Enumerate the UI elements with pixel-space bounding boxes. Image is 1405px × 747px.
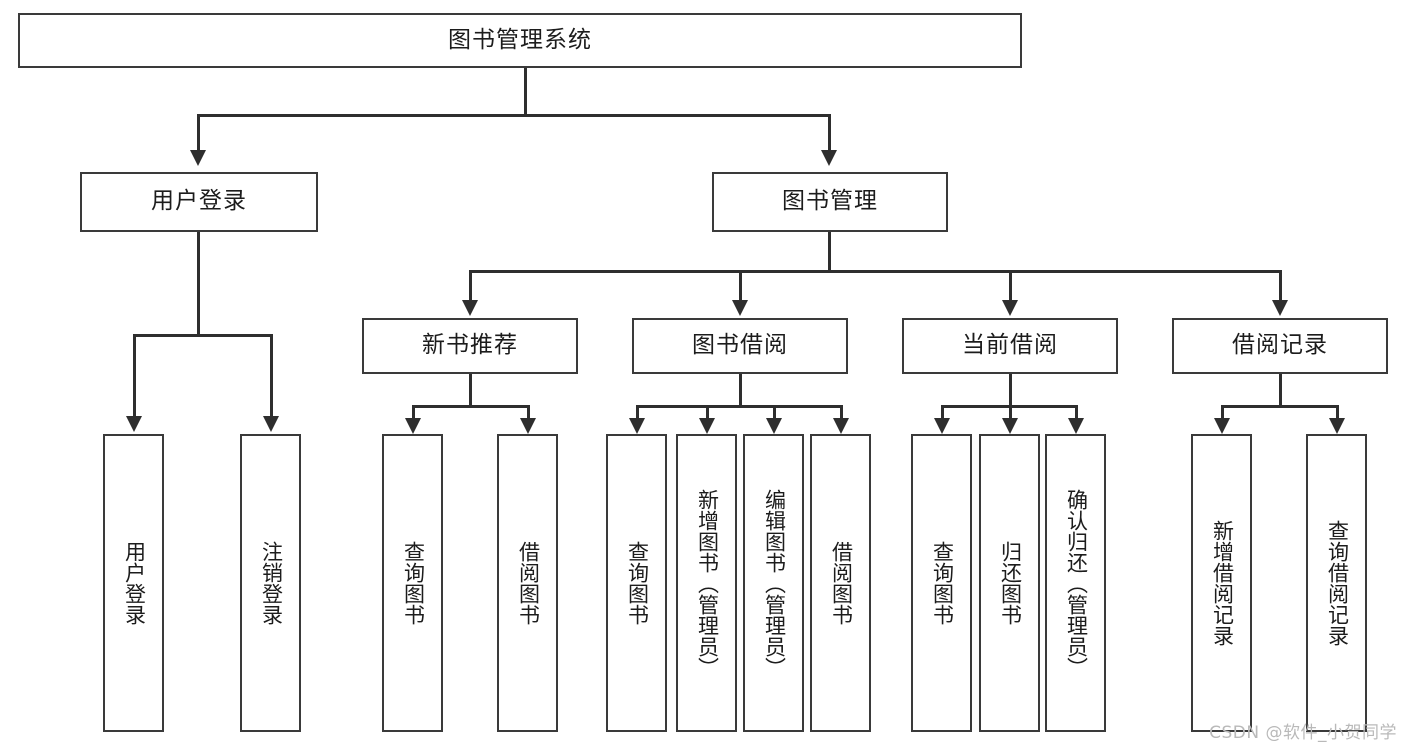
arrow-borrow-record-to-leaf-1 — [1214, 418, 1230, 434]
connector-current-borrow-to-leaf-3 — [1075, 405, 1078, 421]
node-label: 用户登录 — [151, 188, 247, 215]
connector-root-to-book-manage — [828, 114, 831, 152]
connector-book-manage-to-l3-1 — [469, 270, 472, 302]
node-new-book-recommend[interactable]: 新书推荐 — [362, 318, 578, 374]
arrow-book-manage-to-l3-4 — [1272, 300, 1288, 316]
connector-borrow-record-to-leaf-2 — [1336, 405, 1339, 421]
arrow-book-borrow-to-leaf-2 — [699, 418, 715, 434]
connector-root-to-user-login — [197, 114, 200, 152]
arrow-book-borrow-to-leaf-1 — [629, 418, 645, 434]
node-current-borrow[interactable]: 当前借阅 — [902, 318, 1118, 374]
node-label: 查询图书 — [401, 541, 426, 625]
node-label: 查询借阅记录 — [1325, 520, 1350, 646]
node-leaf-user-login[interactable]: 用户登录 — [103, 434, 164, 732]
connector-book-manage-to-l3-2 — [739, 270, 742, 302]
node-label: 查询图书 — [625, 541, 650, 625]
connector-book-borrow-bus — [636, 405, 843, 408]
arrow-new-book-to-leaf-1 — [405, 418, 421, 434]
node-label: 注销登录 — [259, 541, 284, 625]
connector-book-manage-stem — [828, 232, 831, 272]
node-label: 借阅图书 — [516, 541, 541, 625]
arrow-new-book-to-leaf-2 — [520, 418, 536, 434]
node-leaf-query-record[interactable]: 查询借阅记录 — [1306, 434, 1367, 732]
node-label: 新书推荐 — [422, 332, 518, 359]
node-label: 图书管理系统 — [448, 26, 592, 53]
connector-book-borrow-stem — [739, 374, 742, 407]
connector-borrow-record-bus — [1221, 405, 1339, 408]
connector-book-manage-to-l3-4 — [1279, 270, 1282, 302]
node-label: 当前借阅 — [962, 332, 1058, 359]
connector-new-book-to-leaf-2 — [527, 405, 530, 421]
arrow-root-to-book-manage — [821, 150, 837, 166]
node-label: 查询图书 — [930, 541, 955, 625]
node-borrow-record[interactable]: 借阅记录 — [1172, 318, 1388, 374]
connector-user-login-bus — [133, 334, 272, 337]
connector-root-stem — [524, 68, 527, 114]
connector-book-manage-bus — [469, 270, 1281, 273]
node-leaf-add-book[interactable]: 新增图书（管理员） — [676, 434, 737, 732]
connector-new-book-to-leaf-1 — [412, 405, 415, 421]
node-leaf-query-book-1[interactable]: 查询图书 — [382, 434, 443, 732]
node-label: 用户登录 — [122, 541, 147, 625]
arrow-book-manage-to-l3-2 — [732, 300, 748, 316]
arrow-book-borrow-to-leaf-4 — [833, 418, 849, 434]
arrow-root-to-user-login — [190, 150, 206, 166]
node-leaf-add-record[interactable]: 新增借阅记录 — [1191, 434, 1252, 732]
node-leaf-confirm-return[interactable]: 确认归还（管理员） — [1045, 434, 1106, 732]
arrow-current-borrow-to-leaf-3 — [1068, 418, 1084, 434]
node-leaf-borrow-book-2[interactable]: 借阅图书 — [810, 434, 871, 732]
connector-user-login-to-leaf-2 — [270, 334, 273, 418]
connector-new-book-bus — [412, 405, 530, 408]
arrow-book-manage-to-l3-1 — [462, 300, 478, 316]
node-leaf-logout[interactable]: 注销登录 — [240, 434, 301, 732]
arrow-user-login-to-leaf-1 — [126, 416, 142, 432]
node-leaf-edit-book[interactable]: 编辑图书（管理员） — [743, 434, 804, 732]
node-root-system[interactable]: 图书管理系统 — [18, 13, 1022, 68]
node-leaf-borrow-book-1[interactable]: 借阅图书 — [497, 434, 558, 732]
connector-current-borrow-stem — [1009, 374, 1012, 407]
arrow-borrow-record-to-leaf-2 — [1329, 418, 1345, 434]
node-leaf-return-book[interactable]: 归还图书 — [979, 434, 1040, 732]
node-label: 确认归还（管理员） — [1064, 488, 1089, 678]
arrow-book-borrow-to-leaf-3 — [766, 418, 782, 434]
node-label: 归还图书 — [998, 541, 1023, 625]
connector-borrow-record-to-leaf-1 — [1221, 405, 1224, 421]
node-label: 新增借阅记录 — [1210, 520, 1235, 646]
arrow-current-borrow-to-leaf-2 — [1002, 418, 1018, 434]
node-leaf-query-book-2[interactable]: 查询图书 — [606, 434, 667, 732]
node-label: 借阅图书 — [829, 541, 854, 625]
connector-current-borrow-to-leaf-1 — [941, 405, 944, 421]
node-label: 新增图书（管理员） — [695, 488, 720, 678]
node-label: 图书管理 — [782, 188, 878, 215]
node-label: 编辑图书（管理员） — [762, 488, 787, 678]
node-label: 借阅记录 — [1232, 332, 1328, 359]
arrow-current-borrow-to-leaf-1 — [934, 418, 950, 434]
arrow-book-manage-to-l3-3 — [1002, 300, 1018, 316]
connector-borrow-record-stem — [1279, 374, 1282, 407]
connector-user-login-stem — [197, 232, 200, 335]
arrow-user-login-to-leaf-2 — [263, 416, 279, 432]
node-book-borrow[interactable]: 图书借阅 — [632, 318, 848, 374]
connector-book-borrow-to-leaf-2 — [706, 405, 709, 421]
node-user-login[interactable]: 用户登录 — [80, 172, 318, 232]
node-leaf-query-book-3[interactable]: 查询图书 — [911, 434, 972, 732]
connector-current-borrow-to-leaf-2 — [1009, 405, 1012, 421]
node-label: 图书借阅 — [692, 332, 788, 359]
connector-new-book-stem — [469, 374, 472, 407]
connector-book-manage-to-l3-3 — [1009, 270, 1012, 302]
connector-book-borrow-to-leaf-3 — [773, 405, 776, 421]
connector-book-borrow-to-leaf-4 — [840, 405, 843, 421]
connector-book-borrow-to-leaf-1 — [636, 405, 639, 421]
connector-user-login-to-leaf-1 — [133, 334, 136, 418]
connector-root-bus — [197, 114, 829, 117]
node-book-manage[interactable]: 图书管理 — [712, 172, 948, 232]
